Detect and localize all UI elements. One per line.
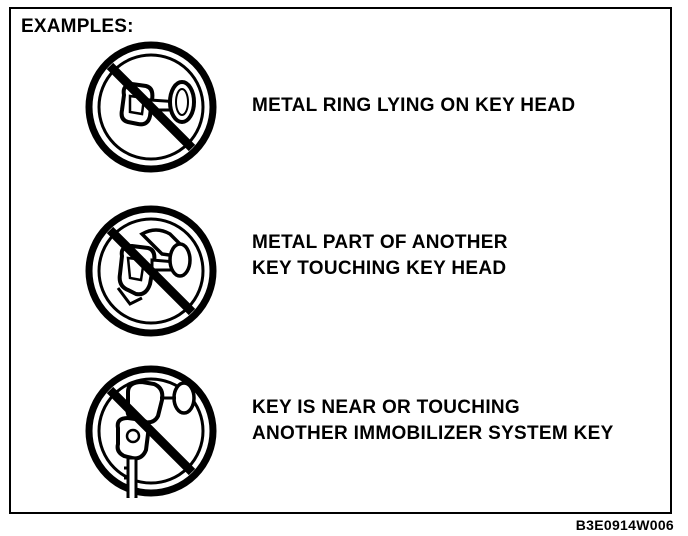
examples-panel (9, 7, 672, 514)
caption-line: ANOTHER IMMOBILIZER SYSTEM KEY (252, 423, 614, 444)
example-caption: METAL PART OF ANOTHER KEY TOUCHING KEY H… (252, 230, 508, 282)
example-caption: KEY IS NEAR OR TOUCHING ANOTHER IMMOBILI… (252, 395, 614, 447)
example-caption: METAL RING LYING ON KEY HEAD (252, 93, 575, 119)
prohibited-metal-ring-key-icon (85, 41, 217, 173)
caption-line: KEY TOUCHING KEY HEAD (252, 258, 507, 279)
prohibited-second-key-touching-icon (85, 205, 217, 337)
caption-line: METAL PART OF ANOTHER (252, 232, 508, 253)
figure-code: B3E0914W006 (575, 517, 674, 533)
caption-line: KEY IS NEAR OR TOUCHING (252, 397, 521, 418)
prohibited-immobilizer-key-near-icon (85, 365, 217, 498)
caption-line: METAL RING LYING ON KEY HEAD (252, 95, 576, 116)
examples-heading: EXAMPLES: (21, 16, 134, 37)
